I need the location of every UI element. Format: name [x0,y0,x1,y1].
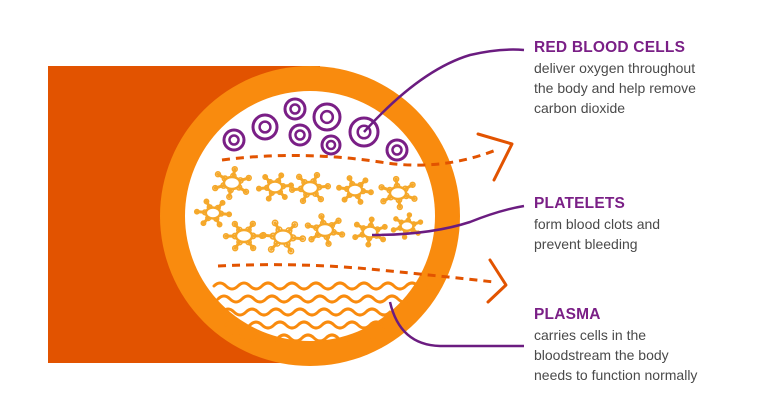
flow-line-lower [217,263,495,284]
red-blood-cell [312,102,342,132]
platelets-desc-line: prevent bleeding [534,236,638,252]
platelet [193,198,233,228]
flow-line-upper [221,148,497,167]
platelets-label: PLATELETS form blood clots and prevent b… [534,194,770,254]
plasma-wave [224,320,396,330]
plasma-wave [220,307,392,317]
red-blood-cell [348,116,380,148]
flow-arrowhead-upper [476,132,514,182]
red-blood-cell [283,97,307,121]
plasma-wave [216,294,412,304]
flow-arrowhead-lower [486,258,508,304]
red-blood-cell-group [222,97,409,162]
red-blood-cell [320,134,342,156]
plasma-wave [212,281,432,291]
plasma-wave [228,333,376,343]
platelet [390,212,424,240]
platelets-title: PLATELETS [534,195,626,212]
plasma-label: PLASMA carries cells in the bloodstream … [534,305,770,385]
platelet-group [193,165,424,255]
vessel-cross-section [160,66,460,366]
platelet [212,165,252,201]
flow-arrows [217,132,514,304]
plasma-desc-line: needs to function normally [534,367,698,383]
platelet [304,213,346,247]
plasma-title: PLASMA [534,306,601,323]
plasma-desc-line: carries cells in the [534,327,647,343]
red-blood-cells-desc-line: the body and help remove [534,80,696,96]
platelets-callout [371,204,525,237]
red-blood-cells-desc-line: deliver oxygen throughout [534,60,696,76]
vessel-lumen [185,91,435,341]
plasma-desc-line: bloodstream the body [534,347,669,363]
plasma-callout [388,301,524,348]
red-blood-cells-label: RED BLOOD CELLS deliver oxygen throughou… [534,38,770,118]
red-blood-cell [385,138,409,162]
red-blood-cell [222,128,246,152]
platelets-desc-line: form blood clots and [534,216,661,232]
red-blood-cell [251,113,279,141]
red-blood-cells-title: RED BLOOD CELLS [534,39,686,56]
platelet [222,220,266,252]
platelet [259,219,307,255]
platelet [288,171,332,205]
platelet [336,175,374,205]
platelet [378,175,418,211]
red-blood-cell [288,123,312,147]
platelet [255,172,295,202]
callout-lines [363,48,525,348]
plasma-wave-group [212,281,432,343]
red-blood-cells-callout [363,48,525,133]
red-blood-cells-desc-line: carbon dioxide [534,100,626,116]
